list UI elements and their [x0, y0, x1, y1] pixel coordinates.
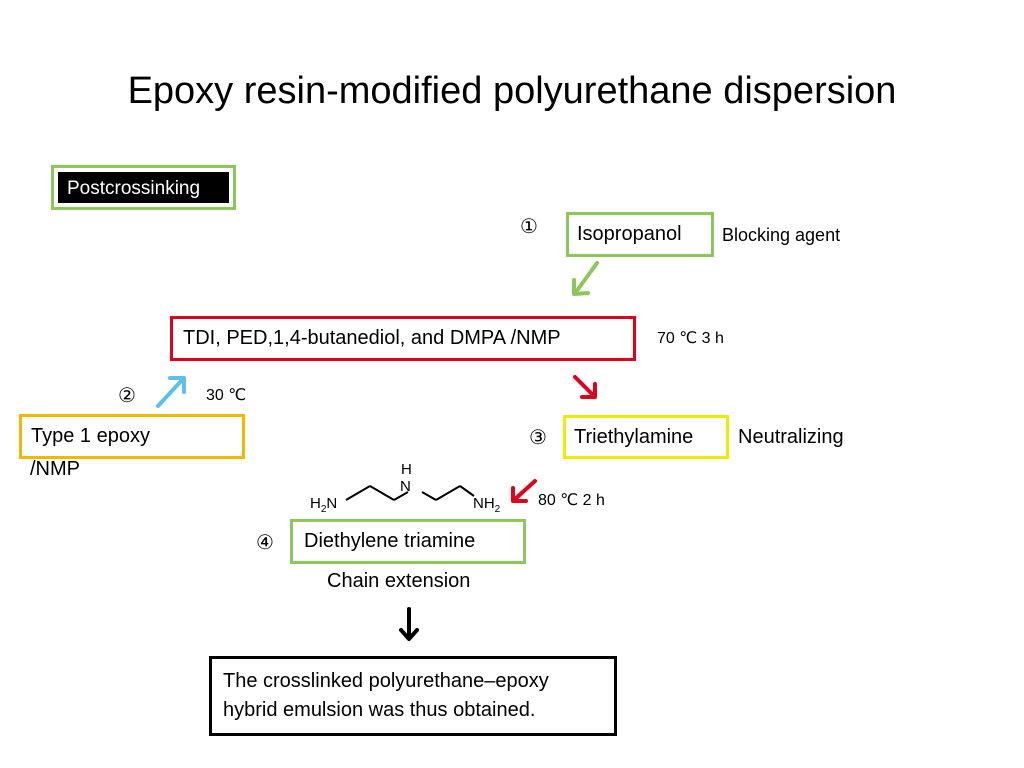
result-line-1: The crosslinked polyurethane–epoxy — [223, 670, 549, 692]
structure-n: N — [400, 478, 411, 495]
step-4-number: ④ — [256, 532, 274, 554]
reactants-box: TDI, PED,1,4-butanediol, and DMPA /NMP — [170, 316, 636, 361]
structure-nh2: NH2 — [473, 495, 501, 515]
deta-structure — [345, 485, 475, 501]
neutralizing-label: Neutralizing — [738, 426, 844, 448]
red-arrow-icon — [511, 479, 537, 503]
green-arrow-icon — [572, 261, 599, 296]
isopropanol-box: Isopropanol — [566, 212, 714, 257]
step-2-number: ② — [118, 385, 136, 407]
chain-extension-label: Chain extension — [327, 570, 471, 592]
blocking-agent-label: Blocking agent — [722, 225, 841, 245]
step-3-number: ③ — [529, 427, 547, 449]
diethylene-triamine-box: Diethylene triamine — [290, 519, 526, 564]
badge-label: Postcrossinking — [58, 172, 229, 203]
condition-30c: 30 ℃ — [206, 387, 247, 404]
triethylamine-box: Triethylamine — [563, 415, 729, 459]
condition-70c: 70 ℃ 3 h — [657, 330, 724, 347]
red-arrow-icon — [573, 375, 597, 399]
postcrossinking-badge: Postcrossinking — [51, 165, 236, 210]
epoxy-box: Type 1 epoxy — [19, 414, 245, 459]
structure-h: H — [401, 461, 412, 478]
epoxy-box-line2: /NMP — [30, 458, 80, 480]
blue-arrow-icon — [156, 376, 186, 408]
result-box: The crosslinked polyurethane–epoxy hybri… — [209, 656, 617, 736]
result-line-2: hybrid emulsion was thus obtained. — [223, 699, 536, 721]
condition-80c: 80 ℃ 2 h — [538, 492, 605, 509]
page-title: Epoxy resin-modified polyurethane disper… — [127, 70, 897, 112]
down-arrow-icon — [399, 607, 419, 641]
structure-h2n: H2N — [310, 495, 338, 515]
step-1-number: ① — [520, 216, 538, 238]
